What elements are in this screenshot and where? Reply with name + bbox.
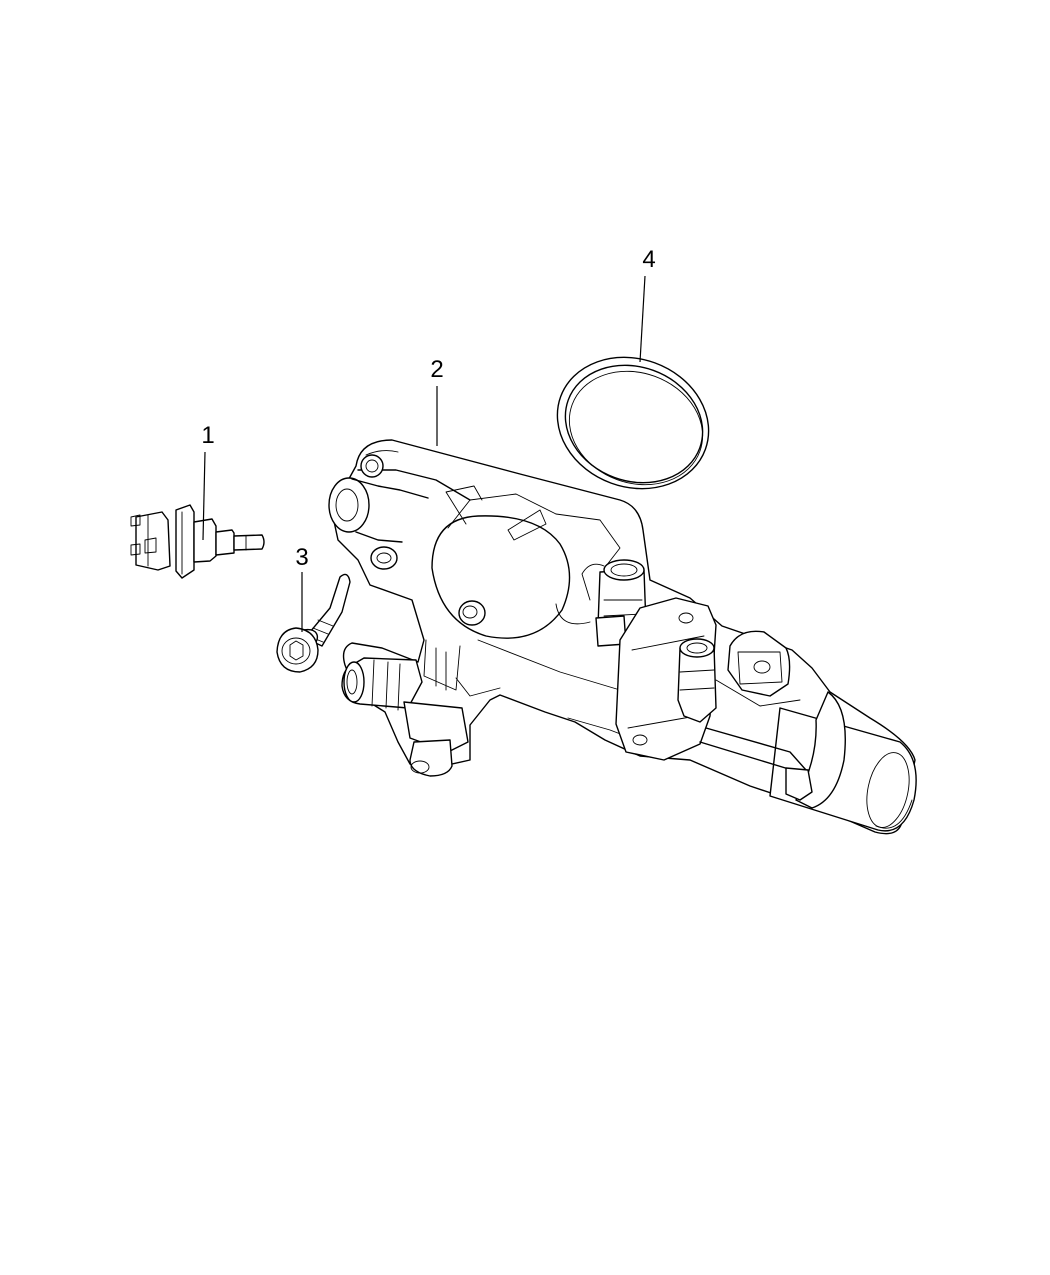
- part-1-temperature-sensor: [130, 504, 265, 579]
- callout-2: 2: [430, 356, 443, 383]
- part-3-bolt: [276, 573, 351, 673]
- part-4-gasket: [556, 356, 710, 490]
- callout-4: 4: [642, 246, 655, 273]
- callout-1: 1: [201, 422, 214, 449]
- callout-3: 3: [295, 544, 308, 571]
- part-2-thermostat-housing: [328, 439, 917, 835]
- leader-line-1: [202, 451, 206, 541]
- leader-line-4: [639, 275, 646, 363]
